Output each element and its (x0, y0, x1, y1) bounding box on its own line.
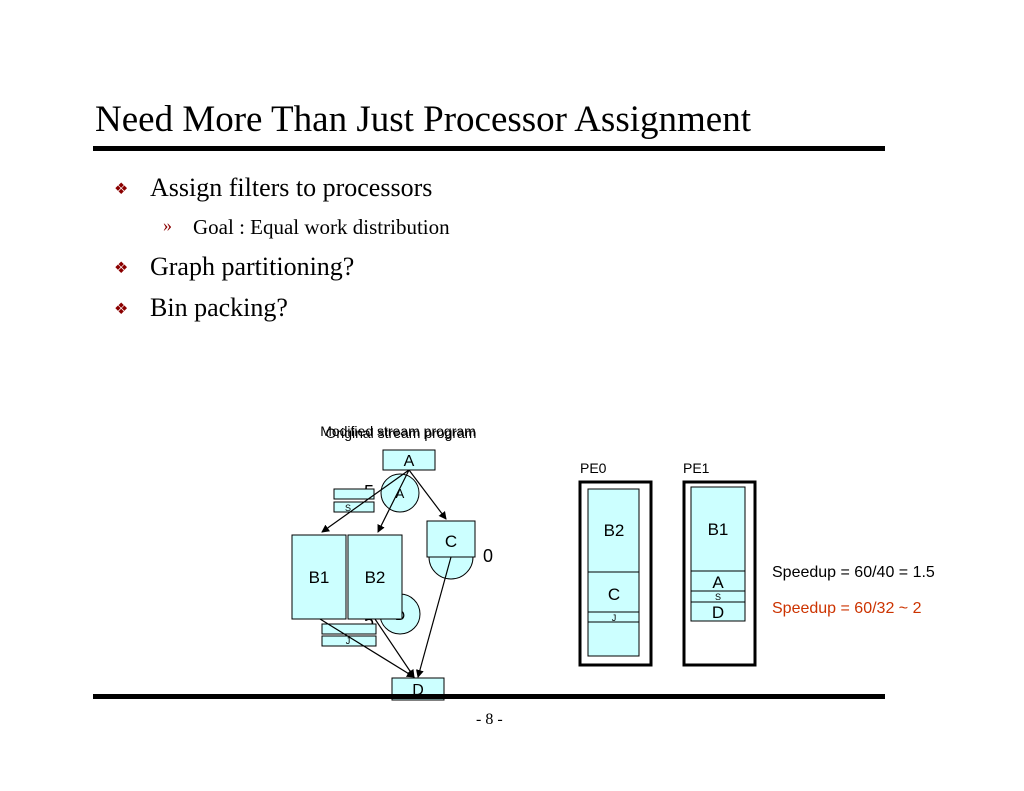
modified-node-d-label: D (412, 682, 424, 699)
original-splitter-label: S (345, 503, 351, 513)
edge-a-b1 (321, 469, 410, 533)
processor-pe1: PE1 B1 A S D (682, 460, 757, 667)
pe0-label: PE0 (580, 460, 607, 476)
original-splitter-top (333, 488, 375, 500)
original-node-d-value: 5 (364, 611, 374, 631)
bullet-text: Bin packing? (150, 293, 288, 322)
speedup-modified: Speedup = 60/32 ~ 2 (772, 600, 922, 617)
title-rule (93, 146, 885, 151)
original-splitter (333, 501, 375, 513)
modified-program-graph: A B1 B2 C D (291, 449, 476, 701)
edge-a-b2 (377, 469, 410, 533)
modified-node-b1-label: B1 (309, 568, 330, 587)
sub-bullet-text: Goal : Equal work distribution (193, 215, 450, 239)
bullet-bin-packing: ❖ Bin packing? (114, 293, 288, 323)
pe0-block-b2: B2 (604, 521, 625, 540)
diamond-bullet-icon: ❖ (114, 260, 129, 277)
pe1-block-s: S (715, 592, 721, 602)
edge-a-c (408, 469, 447, 520)
modified-node-b2 (347, 534, 403, 620)
bullet-text: Assign filters to processors (150, 173, 433, 202)
sub-bullet-goal: » Goal : Equal work distribution (163, 215, 450, 240)
pe1-label: PE1 (683, 460, 710, 476)
diamond-bullet-icon: ❖ (114, 301, 129, 318)
edge-b1-d (319, 618, 415, 678)
diamond-bullet-icon: ❖ (114, 181, 129, 198)
pe1-block-b1: B1 (708, 520, 729, 539)
bullet-assign-filters: ❖ Assign filters to processors (114, 173, 433, 203)
edge-c-d (415, 556, 452, 678)
footer-rule (93, 694, 885, 699)
original-node-a-label: A (396, 486, 405, 501)
modified-node-c-label: C (445, 532, 457, 551)
modified-node-c (426, 520, 476, 558)
original-joiner-top (321, 623, 377, 635)
original-joiner-label: J (346, 636, 351, 646)
slide-title: Need More Than Just Processor Assignment (95, 99, 751, 140)
bullet-graph-partitioning: ❖ Graph partitioning? (114, 252, 355, 282)
caption-original-stream-program: Original stream program (326, 425, 477, 441)
caption-modified-stream-program: Modified stream program (320, 423, 476, 439)
speedup-original: Speedup = 60/40 = 1.5 (772, 564, 935, 581)
modified-program-edges (319, 469, 452, 678)
processor-pe0: PE0 B2 C J (578, 460, 653, 667)
pe1-block-a: A (712, 573, 724, 592)
page-number: - 8 - (476, 711, 503, 728)
original-node-c-value: 0 (483, 546, 493, 566)
pe0-block-j: J (612, 613, 617, 623)
pe1-column (690, 486, 746, 622)
double-chevron-icon: » (163, 215, 172, 235)
original-joiner (321, 635, 377, 647)
pe1-block-d: D (712, 603, 724, 622)
edge-b2-d (374, 618, 415, 678)
modified-node-a (382, 449, 436, 471)
pe0-block-c: C (608, 585, 620, 604)
modified-node-a-label: A (404, 453, 415, 470)
modified-node-b1 (291, 534, 347, 620)
modified-node-b2-label: B2 (365, 568, 386, 587)
bullet-text: Graph partitioning? (150, 252, 355, 281)
